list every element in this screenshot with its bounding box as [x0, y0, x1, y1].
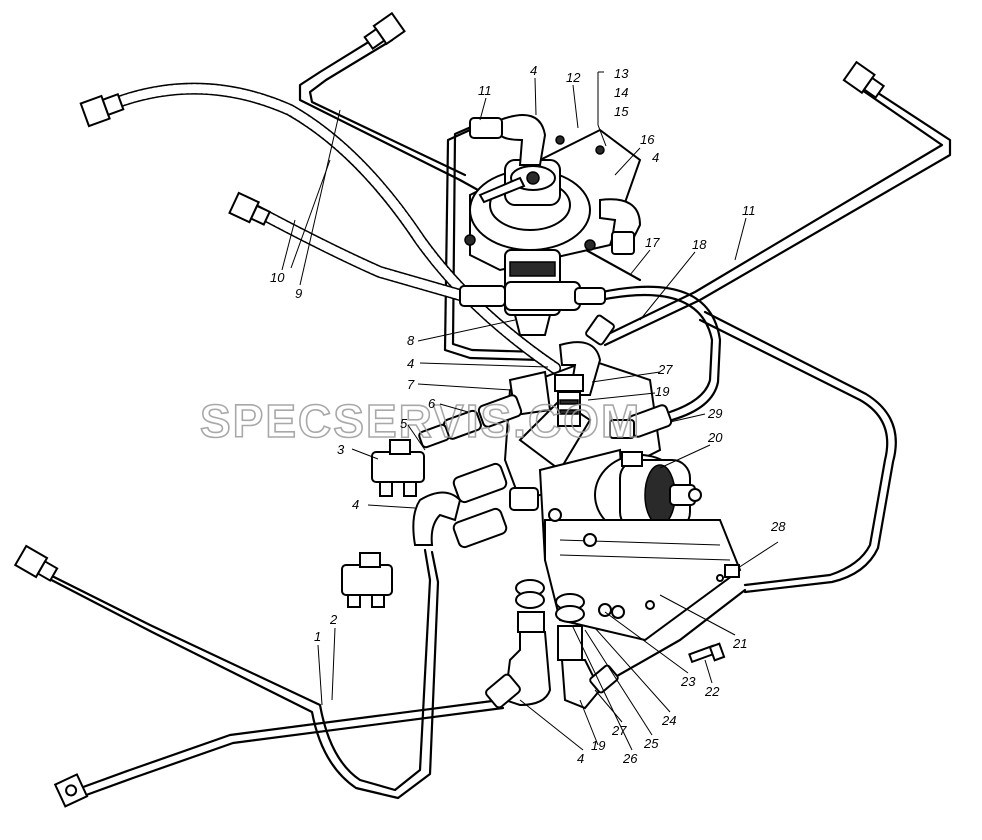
callout-26: 26	[622, 751, 638, 766]
watermark-text: SPECSERVIS.COM	[200, 395, 641, 447]
end-fittings	[13, 11, 886, 808]
callout-4-top: 4	[530, 63, 537, 78]
upper-valve-assembly	[459, 114, 642, 336]
actuator-assembly	[538, 448, 742, 642]
callout-13: 13	[614, 66, 629, 81]
callout-25: 25	[643, 736, 659, 751]
callout-27-bottom: 27	[611, 723, 627, 738]
callout-15: 15	[614, 104, 629, 119]
callout-16: 16	[640, 132, 655, 147]
callout-1: 1	[314, 629, 321, 644]
callout-24: 24	[661, 713, 676, 728]
callout-21: 21	[732, 636, 747, 651]
callout-18: 18	[692, 237, 707, 252]
callout-23: 23	[680, 674, 696, 689]
callout-10: 10	[270, 270, 285, 285]
callout-2: 2	[329, 612, 338, 627]
callout-19-bottom: 19	[591, 738, 605, 753]
callout-6: 6	[428, 396, 436, 411]
loose-hardware	[341, 552, 740, 710]
callout-4-right: 4	[652, 150, 659, 165]
callout-22: 22	[704, 684, 720, 699]
hex-fitting-top	[363, 11, 406, 51]
hex-fitting-bottom	[53, 773, 89, 808]
callout-8: 8	[407, 333, 415, 348]
callout-3: 3	[337, 442, 345, 457]
callout-4-mid: 4	[407, 356, 414, 371]
callout-29: 29	[707, 406, 722, 421]
callout-4-bottom: 4	[577, 751, 584, 766]
hex-fitting-mid-left	[228, 191, 272, 226]
callout-11-right: 11	[742, 203, 756, 218]
callout-27-top: 27	[657, 362, 673, 377]
callout-12: 12	[566, 70, 581, 85]
hex-fitting-top-right	[842, 60, 886, 99]
hex-fitting-bottom-left	[13, 544, 59, 582]
callout-19-top: 19	[655, 384, 669, 399]
callout-20: 20	[707, 430, 723, 445]
callout-5: 5	[400, 416, 408, 431]
callout-17: 17	[645, 235, 660, 250]
leader-lines	[281, 71, 779, 751]
callout-labels: 1 2 3 4 4 4 4 4 5 6 7 8 9 10 11 11 12 13…	[270, 63, 786, 766]
callout-28: 28	[770, 519, 786, 534]
callout-9: 9	[295, 286, 302, 301]
callout-11-top: 11	[478, 83, 492, 98]
callout-7: 7	[407, 377, 415, 392]
callout-14: 14	[614, 85, 628, 100]
hex-fitting-top-left	[79, 92, 125, 128]
callout-4-left: 4	[352, 497, 359, 512]
